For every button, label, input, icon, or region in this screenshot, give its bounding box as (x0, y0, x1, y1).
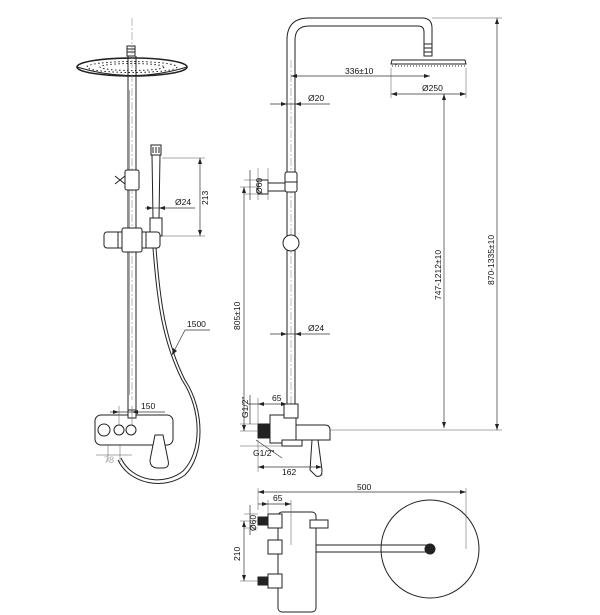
dim-hand-shower-height: 213 (162, 157, 210, 237)
label-805: 805±10 (232, 301, 242, 330)
dim-knob-diameter: Ø60 (244, 170, 264, 200)
dim-hand-shower-diameter: Ø24 (145, 197, 195, 210)
dim-body-depth: 162 (257, 440, 323, 477)
label-870-1335: 870-1335±10 (486, 235, 496, 285)
label-24: Ø24 (308, 323, 324, 333)
front-hose (117, 247, 201, 484)
label-thread-top: G1/2" (240, 397, 250, 418)
dim-thread-top: G1/2" (240, 395, 258, 425)
dim-rail-adjust-height: 747-1212±10 (433, 94, 446, 428)
label-1500: 1500 (187, 319, 206, 329)
side-overhead-arm (286, 17, 433, 190)
top-mixer-body (257, 511, 329, 613)
label-162: 162 (282, 467, 296, 477)
front-rail-clamp (114, 169, 140, 191)
top-view: 500 65 Ø60 210 (232, 482, 480, 613)
front-mixer (94, 409, 174, 469)
dim-top-wall-offset: 65 (258, 493, 292, 545)
label-500: 500 (357, 482, 371, 492)
label-78: 78 (104, 455, 114, 465)
label-20: Ø20 (308, 93, 324, 103)
side-mixer (257, 403, 331, 477)
dim-arm-projection: 336±10 (291, 66, 430, 78)
side-view: 336±10 Ø250 Ø20 Ø60 (232, 17, 502, 477)
front-view: 213 Ø24 1500 150 78 (76, 18, 210, 484)
dim-mixer-holder-height: 805±10 (232, 186, 258, 432)
label-210: 210 (232, 547, 242, 561)
label-65-side: 65 (272, 393, 282, 403)
label-150: 150 (141, 401, 155, 411)
dim-head-diameter: Ø250 (390, 68, 467, 98)
label-60-top: Ø60 (248, 515, 258, 531)
label-60: Ø60 (254, 178, 264, 194)
label-213: 213 (200, 191, 210, 205)
dim-hose-length: 1500 (171, 319, 210, 356)
dim-top-knob-diameter: Ø60 (244, 505, 258, 535)
dim-mixer-center: 150 (110, 401, 165, 425)
label-thread-bottom: G1/2" (253, 448, 274, 458)
front-slide-holder (103, 227, 161, 253)
side-holder-ball (282, 234, 300, 252)
dim-thread-bottom: G1/2" (240, 439, 283, 459)
dim-rail-diameter: Ø20 (270, 93, 330, 106)
dim-total-height: 870-1335±10 (330, 17, 502, 431)
top-shower-head (380, 499, 480, 599)
label-336: 336±10 (345, 66, 374, 76)
dim-lower-offset: 78 (96, 454, 132, 465)
label-hand-diameter: Ø24 (175, 197, 191, 207)
label-65-top: 65 (273, 493, 283, 503)
label-250: Ø250 (422, 83, 443, 93)
dim-wall-offset: 65 (248, 393, 290, 424)
dim-mixer-width: 210 (232, 520, 258, 582)
side-shower-head (390, 59, 467, 67)
side-upper-clamp (284, 171, 298, 193)
front-hand-shower (149, 144, 163, 237)
label-747-1212: 747-1212±10 (433, 250, 443, 300)
dim-pipe-diameter: Ø24 (270, 323, 330, 336)
dim-total-projection: 500 (257, 482, 467, 549)
